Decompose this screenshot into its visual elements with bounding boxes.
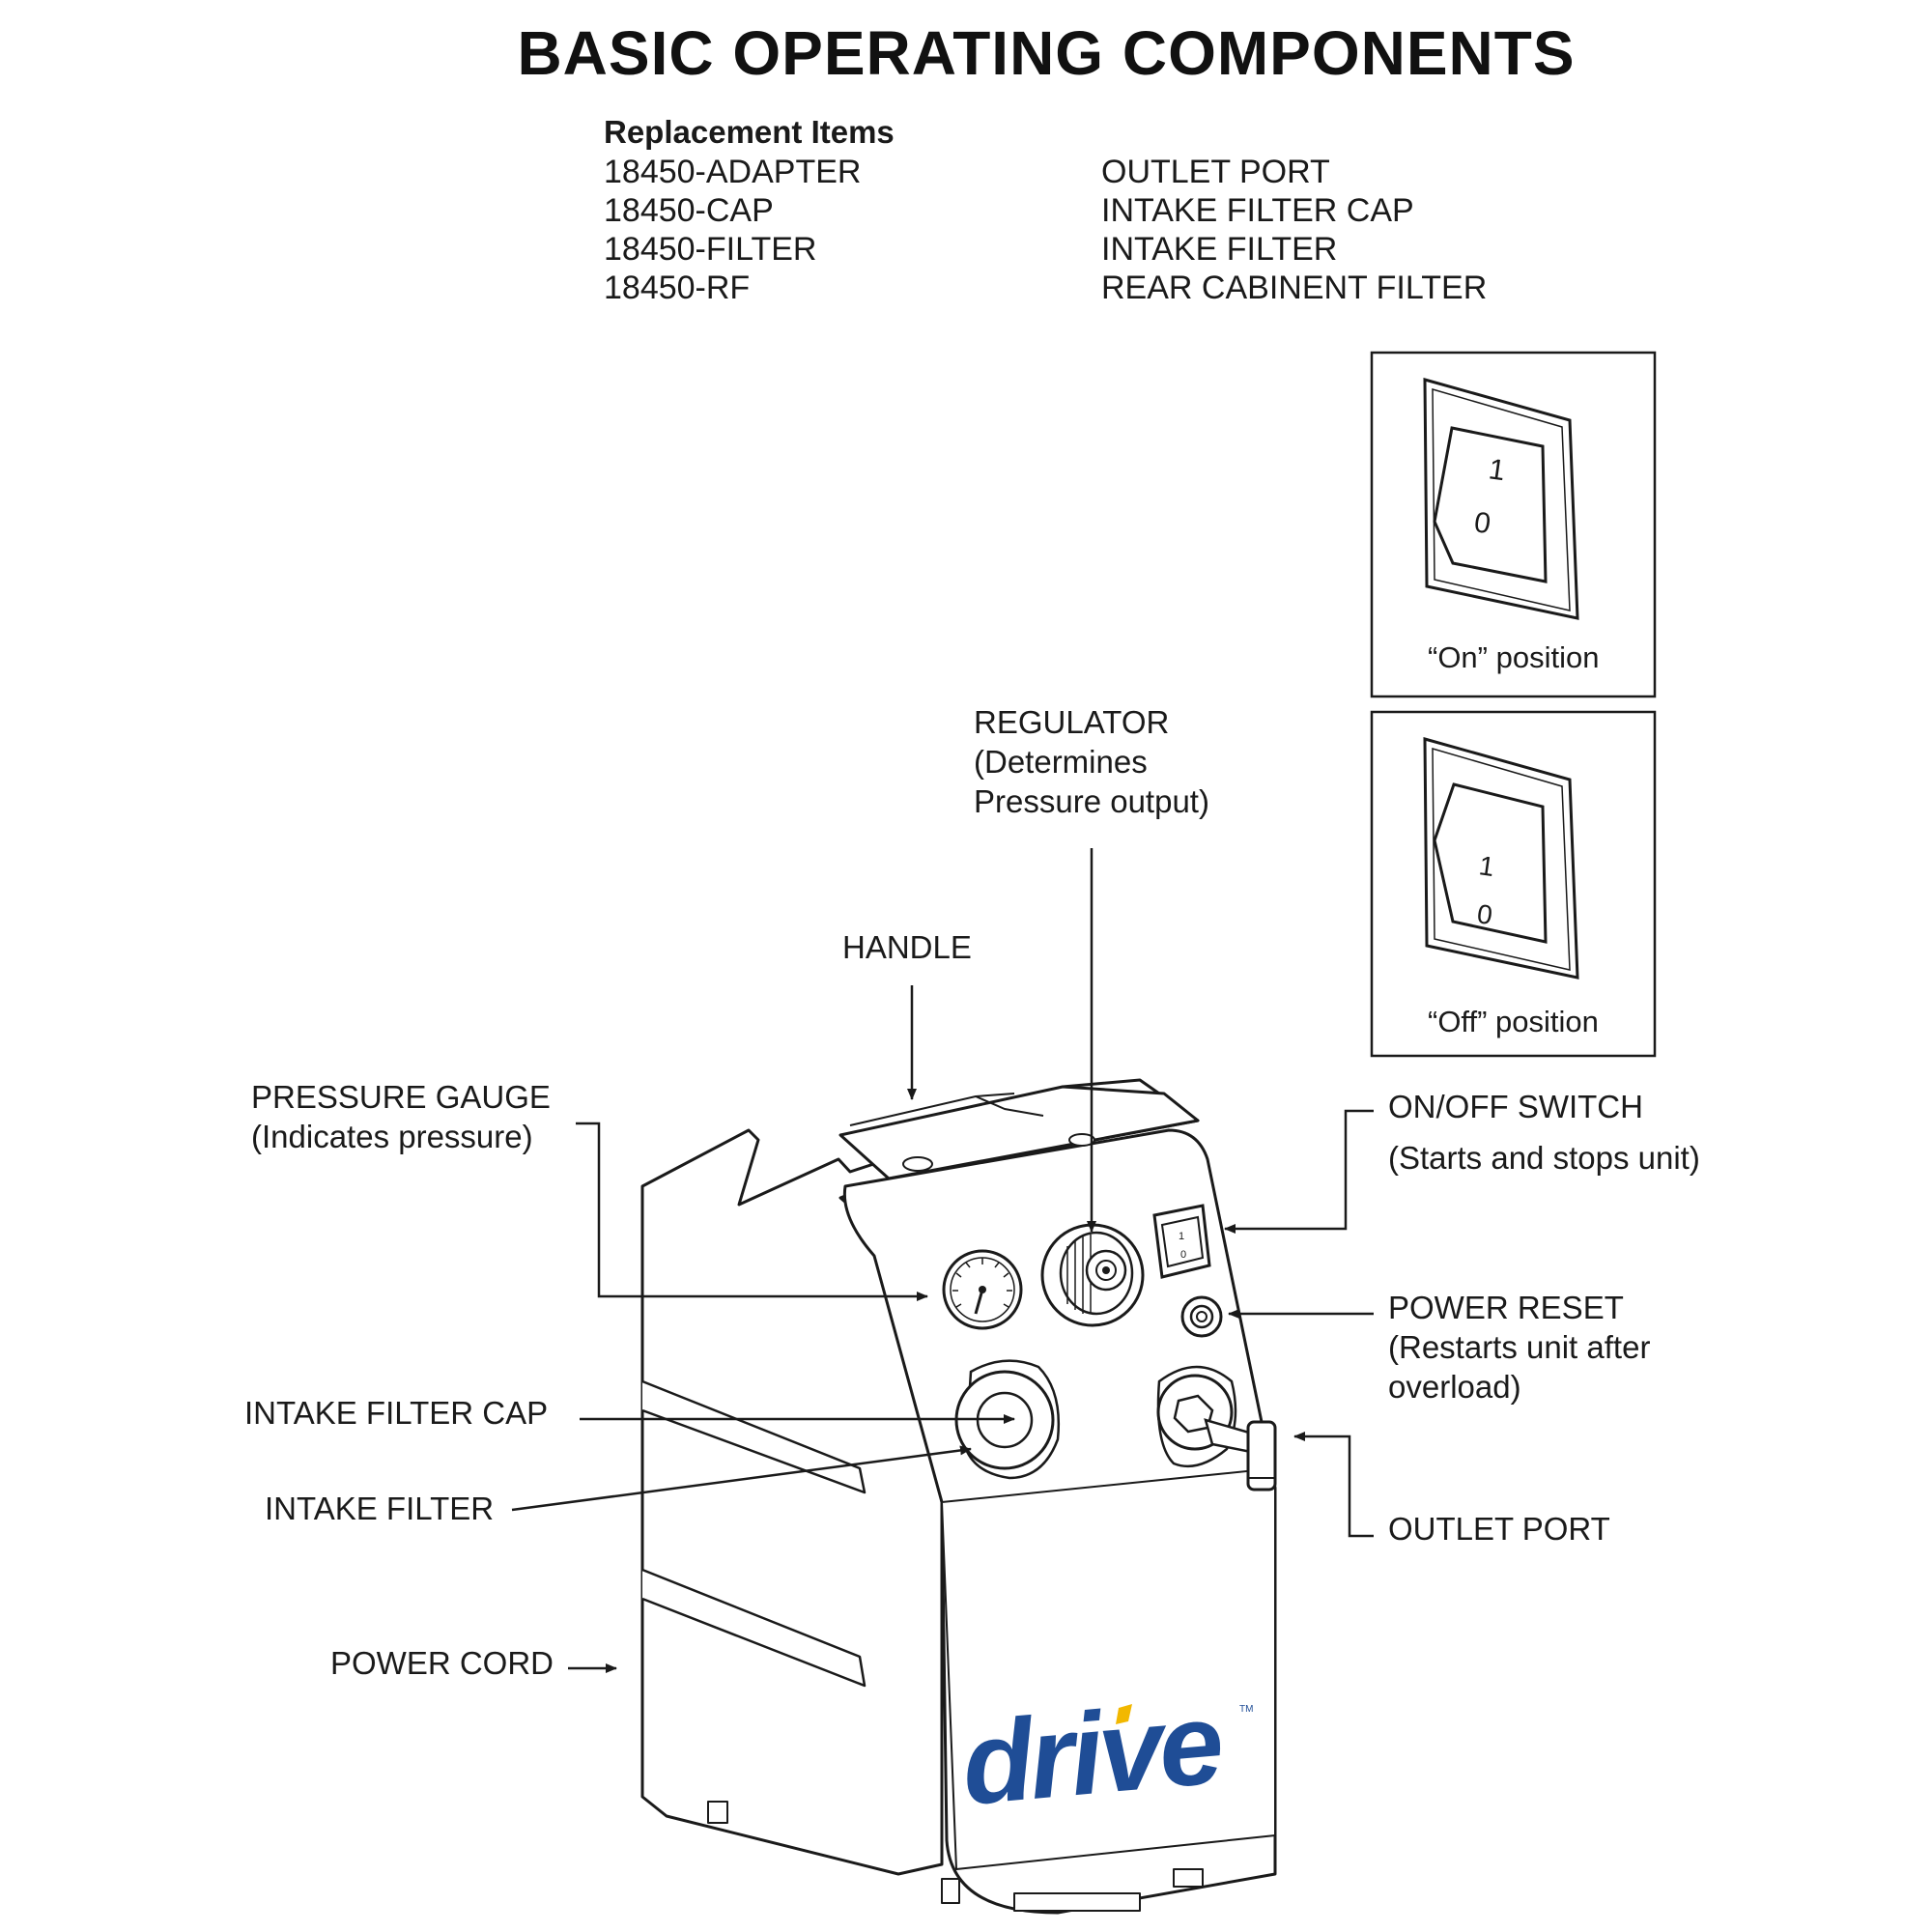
power-reset-label-line: POWER RESET <box>1388 1290 1624 1325</box>
on-off-switch-label-line: ON/OFF SWITCH <box>1388 1089 1643 1124</box>
replacement-name: INTAKE FILTER CAP <box>1101 192 1414 229</box>
pressure-gauge-label-line: (Indicates pressure) <box>251 1119 533 1154</box>
rocker-switch-on-icon <box>1423 378 1579 620</box>
power-cord-label: POWER CORD <box>330 1645 554 1681</box>
on-off-switch-label: ON/OFF SWITCH (Starts and stops unit) <box>1388 1081 1700 1183</box>
replacement-heading: Replacement Items <box>604 114 895 150</box>
pressure-gauge-leader <box>576 1122 928 1301</box>
pressure-gauge-icon <box>942 1249 1023 1330</box>
power-reset-label-line: (Restarts unit after <box>1388 1329 1651 1365</box>
switch-mark-0: 0 <box>1475 898 1494 930</box>
on-off-switch-leader <box>1224 1109 1374 1234</box>
intake-filter-cap-label: INTAKE FILTER CAP <box>244 1395 549 1431</box>
replacement-part: 18450-FILTER <box>604 231 817 268</box>
intake-filter-leader <box>511 1445 972 1512</box>
outlet-port-leader <box>1293 1432 1374 1538</box>
replacement-part: 18450-RF <box>604 270 751 306</box>
outlet-port-icon <box>1156 1365 1277 1492</box>
pressure-gauge-label-line: PRESSURE GAUGE <box>251 1079 551 1115</box>
replacement-part: 18450-CAP <box>604 192 774 229</box>
off-position-inset: 1 0 <box>1370 710 1657 1058</box>
power-reset-label-line: overload) <box>1388 1369 1521 1405</box>
intake-filter-label: INTAKE FILTER <box>265 1491 495 1526</box>
switch-mark-0: 0 <box>1472 506 1492 540</box>
replacement-name: REAR CABINENT FILTER <box>1101 270 1488 306</box>
regulator-label-line: Pressure output) <box>974 783 1209 819</box>
regulator-label-line: REGULATOR <box>974 704 1170 740</box>
switch-mark-1: 1 <box>1477 850 1496 882</box>
leader-lines <box>511 848 1374 1673</box>
handle-label: HANDLE <box>842 929 972 965</box>
unit-switch-mark-0: 0 <box>1180 1249 1186 1261</box>
drive-logo-text: drive <box>957 1678 1227 1830</box>
logo-trademark: TM <box>1239 1704 1253 1715</box>
drive-logo: drive TM <box>957 1678 1254 1830</box>
rocker-switch-off-icon <box>1423 737 1579 980</box>
replacement-name: OUTLET PORT <box>1101 154 1330 190</box>
replacement-part: 18450-ADAPTER <box>604 154 862 190</box>
regulator-label: REGULATOR (Determines Pressure output) <box>974 702 1209 821</box>
on-off-switch-label-line: (Starts and stops unit) <box>1388 1140 1700 1176</box>
outlet-port-label: OUTLET PORT <box>1388 1511 1610 1547</box>
power-switch-icon: 1 0 <box>1152 1204 1211 1279</box>
compressor-unit <box>640 1078 1277 1915</box>
page-title: BASIC OPERATING COMPONENTS <box>517 18 1576 88</box>
on-position-caption: “On” position <box>1428 640 1600 674</box>
pressure-gauge-label: PRESSURE GAUGE (Indicates pressure) <box>251 1077 551 1156</box>
regulator-label-line: (Determines <box>974 744 1148 780</box>
logo-dot-icon <box>1116 1704 1132 1724</box>
replacement-name-list: OUTLET PORT INTAKE FILTER CAP INTAKE FIL… <box>1101 153 1487 307</box>
power-reset-button-icon <box>1180 1295 1223 1338</box>
power-reset-label: POWER RESET (Restarts unit after overloa… <box>1388 1288 1650 1406</box>
unit-switch-mark-1: 1 <box>1179 1231 1184 1242</box>
regulator-knob-icon <box>1040 1223 1145 1327</box>
on-position-inset: 1 0 <box>1370 351 1657 698</box>
replacement-name: INTAKE FILTER <box>1101 231 1338 268</box>
switch-mark-1: 1 <box>1487 453 1507 487</box>
replacement-part-list: 18450-ADAPTER 18450-CAP 18450-FILTER 184… <box>604 153 861 307</box>
off-position-caption: “Off” position <box>1428 1005 1599 1038</box>
